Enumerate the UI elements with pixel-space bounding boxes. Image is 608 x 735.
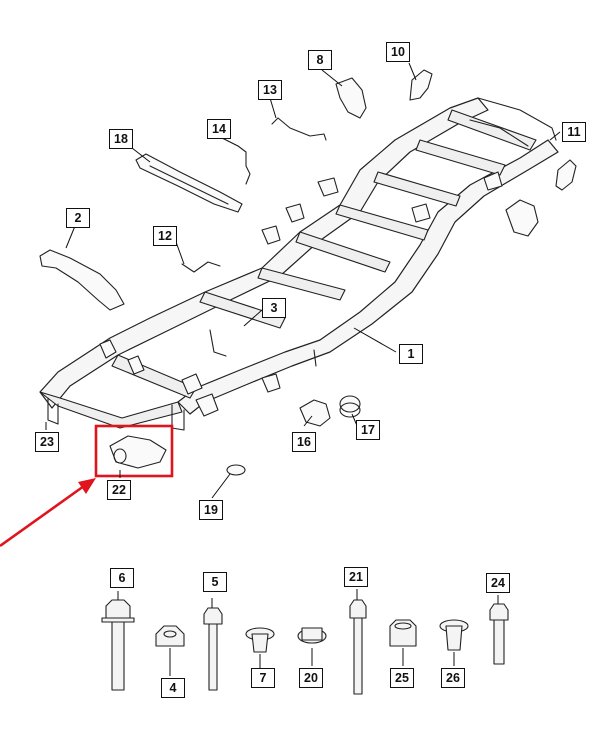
callout-4: 4 — [161, 678, 185, 698]
callout-1: 1 — [399, 344, 423, 364]
callout-22: 22 — [107, 480, 131, 500]
leader-lines — [45, 62, 561, 676]
part-26-flange-nut — [439, 619, 469, 651]
part-20-flange-nut — [297, 627, 327, 644]
part-5-bolt — [203, 607, 223, 691]
callout-3: 3 — [262, 298, 286, 318]
callout-11: 11 — [562, 122, 586, 142]
pointer-arrow — [0, 478, 96, 548]
callout-20: 20 — [299, 668, 323, 688]
part-22-assembly — [109, 435, 167, 469]
frame-assembly — [39, 97, 559, 431]
callout-17: 17 — [356, 420, 380, 440]
callout-13: 13 — [258, 80, 282, 100]
callout-26: 26 — [441, 668, 465, 688]
part-4-nut — [155, 625, 185, 647]
callout-8: 8 — [308, 50, 332, 70]
callout-14: 14 — [207, 119, 231, 139]
callout-12: 12 — [153, 226, 177, 246]
callout-7: 7 — [251, 668, 275, 688]
callout-5: 5 — [203, 572, 227, 592]
part-25-nut — [389, 619, 417, 647]
part-14-line — [237, 145, 251, 185]
callout-18: 18 — [109, 129, 133, 149]
part-13-line — [271, 117, 327, 141]
callout-19: 19 — [199, 500, 223, 520]
callout-23: 23 — [35, 432, 59, 452]
part-21-bolt — [349, 599, 367, 695]
part-24-bolt — [489, 603, 509, 665]
highlight-box — [94, 424, 174, 478]
part-7-flange-nut — [245, 627, 275, 653]
part-17-body-mount — [339, 395, 361, 418]
part-6-bolt — [101, 599, 135, 691]
part-16-bracket — [299, 399, 331, 427]
rear-hanger — [505, 199, 539, 237]
callout-25: 25 — [390, 668, 414, 688]
part-12-tube — [181, 261, 221, 273]
callout-2: 2 — [66, 208, 90, 228]
part-2-crossmember — [39, 249, 125, 311]
part-8-bracket — [335, 77, 367, 119]
callout-10: 10 — [386, 42, 410, 62]
part-19-washer — [226, 464, 246, 476]
callout-16: 16 — [292, 432, 316, 452]
part-11-bracket — [555, 159, 577, 191]
callout-24: 24 — [486, 573, 510, 593]
callout-21: 21 — [344, 567, 368, 587]
callout-6: 6 — [110, 568, 134, 588]
